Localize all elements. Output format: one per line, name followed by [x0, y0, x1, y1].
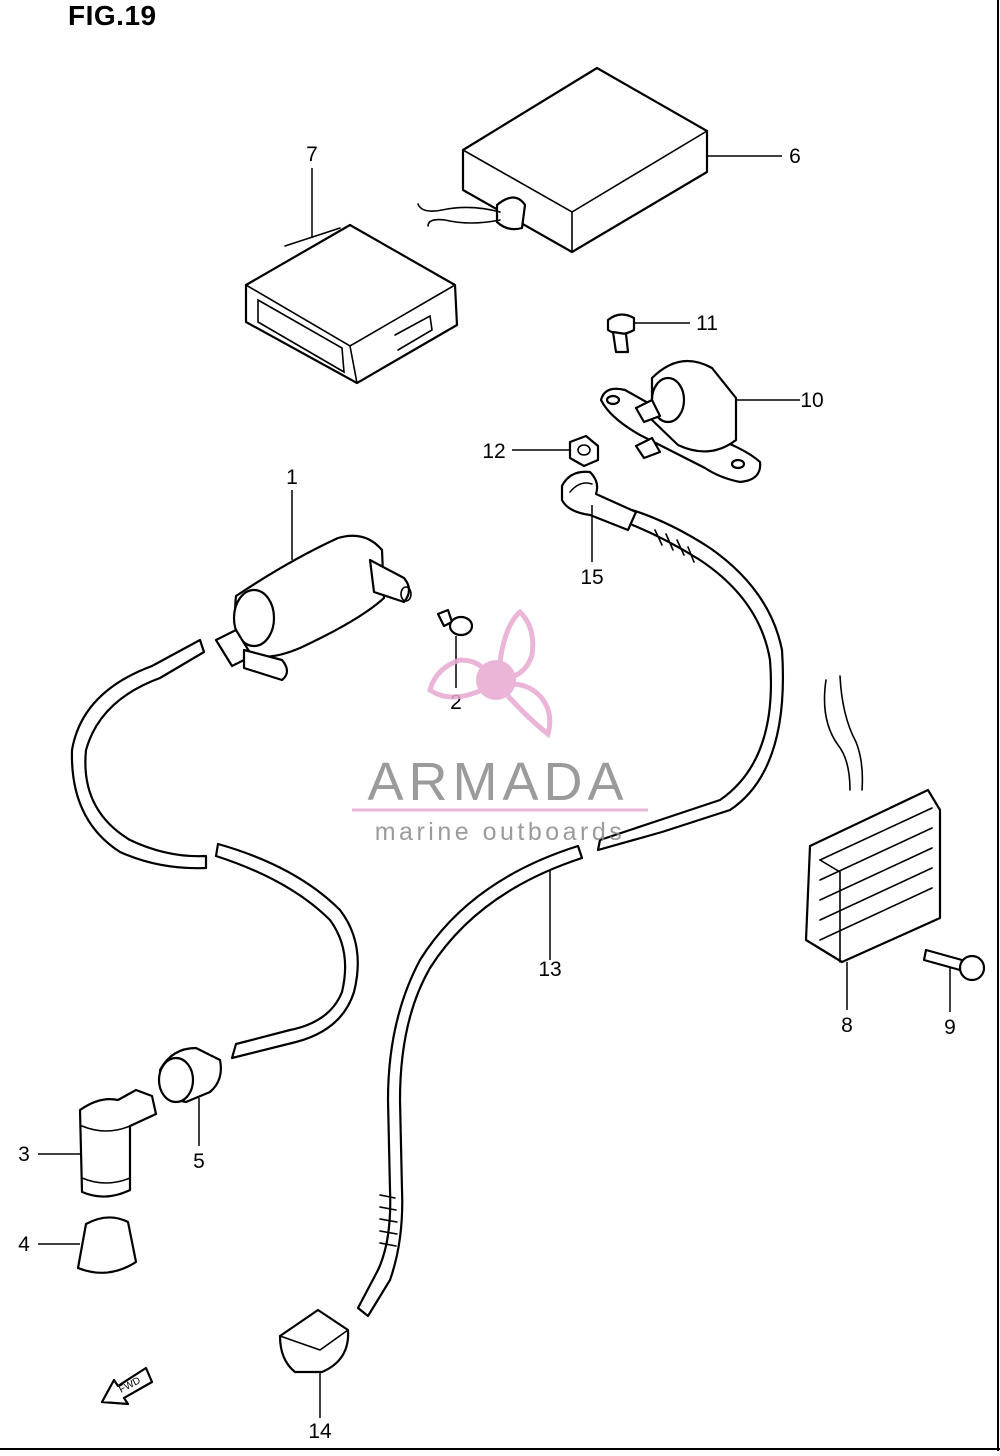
- callout-5: 5: [193, 1150, 205, 1173]
- screw-part-2: [436, 608, 474, 688]
- fwd-arrow-icon: FWD: [100, 1366, 154, 1406]
- bolt-part-11: [606, 313, 690, 354]
- bolt-part-9: [922, 948, 986, 1012]
- nut-part: [512, 434, 600, 468]
- cap-cover-part: [38, 1216, 138, 1274]
- callout-13: 13: [538, 958, 561, 981]
- figure-title: FIG.19: [68, 0, 157, 31]
- callout-12: 12: [482, 440, 505, 463]
- grommet-part: [157, 1046, 222, 1146]
- starter-relay-part: [599, 359, 800, 484]
- ignition-coil-part: [214, 490, 412, 682]
- propeller-icon: [427, 608, 553, 739]
- terminal-cap-part: [560, 470, 638, 562]
- high-tension-lead-part: [70, 638, 359, 1060]
- callout-14: 14: [308, 1420, 332, 1443]
- callout-labels: 1 2 3 4 5 6 7 8 9 10 11 12 13 14 15: [18, 143, 956, 1443]
- cable-boot-part: [278, 1308, 350, 1418]
- control-module-part: [244, 168, 459, 385]
- cdi-unit-part: [417, 66, 782, 254]
- callout-7: 7: [306, 143, 318, 166]
- watermark-brand: ARMADA: [367, 752, 628, 812]
- callout-11: 11: [696, 312, 718, 335]
- callout-15: 15: [580, 566, 603, 589]
- callout-9: 9: [944, 1016, 956, 1039]
- rectifier-part: [804, 675, 942, 1010]
- callout-2: 2: [450, 691, 462, 714]
- watermark: ARMADA marine outboards: [352, 608, 648, 846]
- callout-4: 4: [18, 1233, 30, 1256]
- callout-1: 1: [286, 466, 298, 489]
- callout-3: 3: [18, 1143, 30, 1166]
- callout-10: 10: [800, 389, 823, 412]
- plug-cap-part: [38, 1088, 158, 1198]
- callout-6: 6: [789, 145, 801, 168]
- battery-cable-part: [356, 508, 784, 1318]
- callout-8: 8: [841, 1014, 853, 1037]
- watermark-tagline: marine outboards: [375, 818, 626, 846]
